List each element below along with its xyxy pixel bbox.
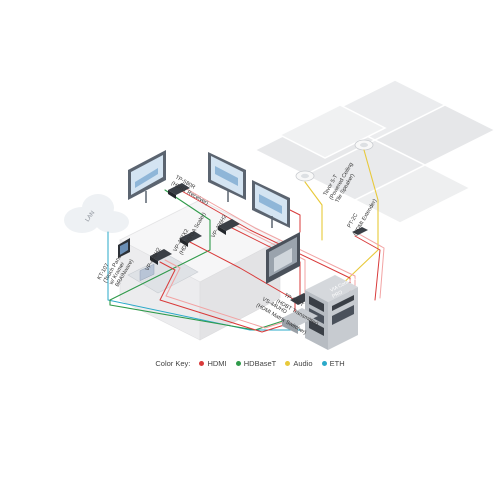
- ceiling-tiles: [253, 79, 497, 224]
- display-monitor: [266, 232, 300, 284]
- pt2c-device: [352, 227, 368, 235]
- via-connect-sublabel: PRO: [331, 289, 343, 299]
- display-monitor: [208, 152, 246, 202]
- hdbaset-cable: [109, 189, 211, 306]
- hdmi-cable: [230, 222, 306, 299]
- hdmi-cable: [358, 233, 385, 299]
- legend-swatch: [235, 361, 241, 366]
- display-monitor: [128, 150, 166, 203]
- audio-cable: [304, 181, 323, 241]
- vp426h2-device: [218, 219, 240, 235]
- eth-cable: [107, 231, 301, 331]
- audio-cable: [335, 149, 379, 291]
- color-key-title: Color Key:: [155, 359, 191, 368]
- legend-swatch: [199, 361, 205, 366]
- lan-cloud: LAN: [64, 194, 129, 233]
- touch-panel-device: [118, 238, 130, 258]
- matrix-switcher-device: [282, 308, 318, 334]
- vp426h2-device: [150, 249, 172, 265]
- legend-label: HDBaseT: [243, 359, 277, 368]
- hdmi-cable: [354, 235, 381, 301]
- legend-swatch: [285, 361, 291, 366]
- lan-label: LAN: [85, 210, 97, 223]
- display-monitor: [252, 180, 290, 228]
- legend-label: Audio: [293, 359, 313, 368]
- tp580r-device: [168, 183, 190, 199]
- legend-label: HDMI: [207, 359, 227, 368]
- legend-label: ETH: [329, 359, 345, 368]
- ceiling-speaker-icon: [295, 170, 315, 182]
- legend-swatch: [321, 361, 327, 366]
- vp427x2-device: [180, 231, 202, 247]
- ceiling-speaker-icon: [354, 139, 374, 151]
- legend-item-hdbaset: HDBaseT: [235, 359, 277, 368]
- hdmi-cable: [159, 261, 301, 333]
- color-key-legend: Color Key: HDMI HDBaseT Audio ETH: [0, 359, 500, 368]
- hdmi-cable: [185, 239, 296, 319]
- hdmi-cable: [164, 259, 304, 329]
- legend-item-eth: ETH: [321, 359, 345, 368]
- equipment-rack: [305, 275, 358, 350]
- legend-item-hdmi: HDMI: [199, 359, 227, 368]
- legend-item-audio: Audio: [285, 359, 313, 368]
